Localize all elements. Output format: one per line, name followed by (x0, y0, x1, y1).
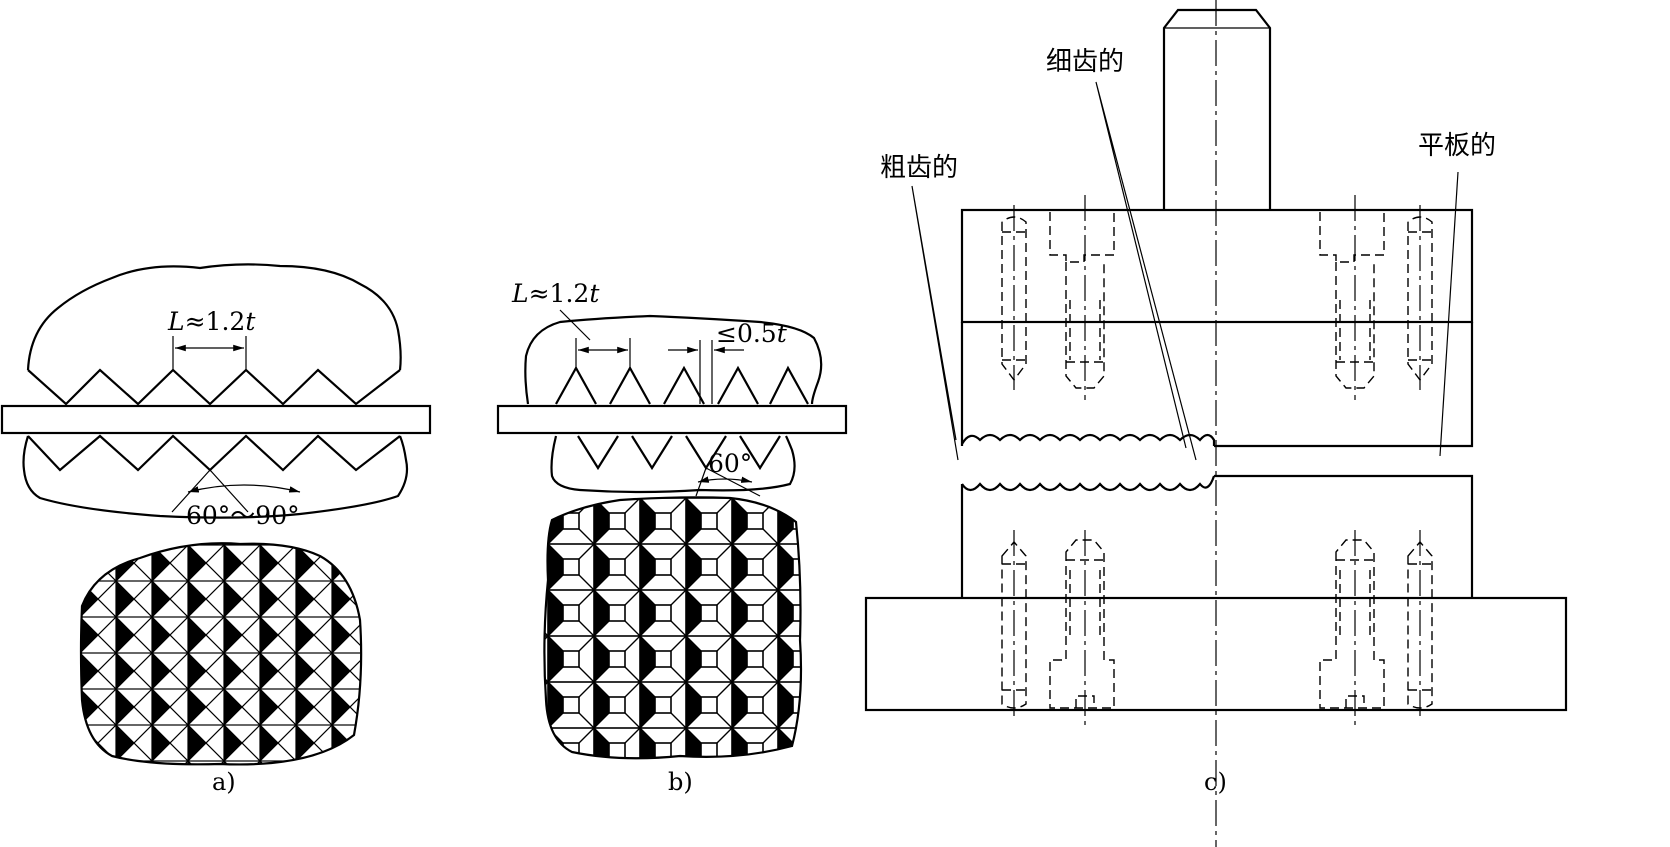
panel-b-upper-outline (524, 314, 823, 405)
panel-a-angle-label: 60°～90° (186, 501, 300, 530)
panel-c-lower-pin-right (1407, 530, 1433, 720)
panel-c-fine-label: 细齿的 (1046, 47, 1124, 77)
panel-b-knurl-outline (543, 496, 803, 760)
panel-a-knurl-texture (81, 543, 362, 765)
panel-b-workpiece-strip (496, 404, 848, 435)
panel-b-upper-teeth (555, 365, 809, 405)
panel-b-angle-arc (697, 476, 753, 483)
panel-a-upper-teeth (27, 368, 401, 406)
panel-c-flat-leader (1439, 171, 1459, 457)
panel-b-height-label: ≤0.5t (716, 319, 788, 348)
panel-c-lower-jaw-tooth-row (961, 475, 1216, 492)
panel-c-upper-jaw (960, 322, 1474, 448)
panel-c-upper-pin-left (1001, 205, 1027, 390)
panel-c-upper-jaw-left-tooth-row (961, 433, 1216, 446)
panel-b-lower-teeth (577, 435, 781, 471)
panel-b-lower-outline (550, 435, 796, 494)
panel-a-knurl-outline (79, 542, 363, 766)
panel-a-caption: a) (212, 768, 236, 796)
panel-c-flat-label: 平板的 (1418, 131, 1496, 161)
panel-b-height-t: t (777, 319, 788, 348)
panel-c-lower-pin-left (1001, 530, 1027, 720)
panel-a-lower-outline (22, 435, 409, 519)
panel-b-pitch-leader (559, 309, 591, 341)
panel-b-height-value: ≤0.5 (716, 319, 777, 348)
panel-b-angle-label: 60° (708, 449, 752, 478)
panel-c-lower-screw-right (1319, 530, 1385, 725)
panel-c-lower-jaw (960, 474, 1474, 598)
panel-c-upper-pin-right (1407, 205, 1433, 390)
panel-a-angle-arc (187, 484, 301, 493)
panel-c-coarse-leader (911, 185, 959, 461)
panel-a-pitch-label: L≈1.2t (167, 307, 256, 336)
panel-b-pitch-L: L (511, 279, 529, 308)
panel-b-knurl-texture (544, 497, 801, 759)
panel-c-lower-base-plate (864, 596, 1568, 712)
panel-a-upper-outline (26, 263, 402, 371)
panel-b-pitch-label: L≈1.2t (511, 279, 600, 308)
panel-a-pitch-t: t (245, 307, 256, 336)
panel-c-lower-screw-left (1049, 530, 1115, 725)
panel-c-upper-plate (960, 208, 1474, 324)
panel-b-angle-ext-left (695, 467, 707, 497)
panel-c-fine-leader (1095, 81, 1197, 461)
panel-a-pitch-L: L (167, 307, 185, 336)
panel-c-caption: c) (1204, 768, 1227, 796)
panel-c-shank (1162, 8, 1272, 210)
panel-b-pitch-t: t (589, 279, 600, 308)
panel-a-workpiece-strip (0, 404, 432, 435)
panel-a: L≈1.2t 60°～90° a) (0, 263, 432, 796)
panel-b: L≈1.2t ≤0.5t 60° b) (496, 279, 848, 796)
panel-c-coarse-label: 粗齿的 (880, 153, 958, 183)
panel-c: 粗齿的 细齿的 平板的 c) (864, 0, 1568, 847)
panel-a-pitch-value: ≈1.2 (185, 307, 246, 336)
panel-b-pitch-value: ≈1.2 (529, 279, 590, 308)
panel-c-upper-screw-right (1319, 195, 1385, 400)
panel-a-lower-teeth (27, 434, 401, 472)
panel-c-upper-screw-left (1049, 195, 1115, 400)
panel-b-caption: b) (668, 768, 693, 796)
